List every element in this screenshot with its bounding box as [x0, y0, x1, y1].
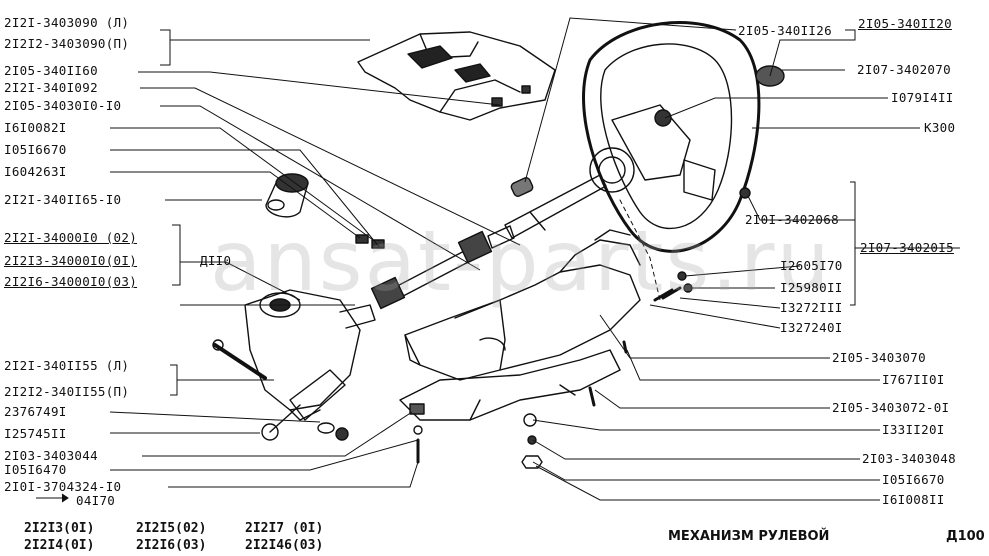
left-label-6: I6I0082I — [4, 120, 67, 135]
right-label-1: 2I05-340II26 — [738, 23, 832, 38]
model-code-1: 2I2I3(0I) — [24, 521, 95, 536]
pitman-arm-part — [261, 369, 349, 441]
left-label-13: 2I2I-340II55 (Л) — [4, 358, 130, 373]
model-code-2: 2I2I4(0I) — [24, 538, 95, 553]
right-label-6: 2I0I-3402068 — [745, 212, 839, 227]
right-label-11: I327240I — [780, 320, 843, 335]
left-label-9: 2I2I-340II65-I0 — [4, 192, 122, 207]
left-leaders — [36, 29, 521, 503]
right-label-12: 2I05-3403070 — [832, 350, 926, 365]
model-code-5: 2I2I7 (0I) — [245, 521, 324, 536]
bushing-part — [265, 173, 309, 218]
bracket-label: ДII0 — [200, 253, 232, 268]
left-label-12: 2I2I6-34000I0(03) — [4, 274, 138, 289]
right-label-16: 2I03-3403048 — [862, 451, 956, 466]
model-code-6: 2I2I46(03) — [245, 538, 324, 553]
model-code-3: 2I2I5(02) — [136, 521, 207, 536]
left-label-1: 2I2I-3403090 (Л) — [4, 15, 130, 30]
left-label-7: I05I6670 — [4, 142, 67, 157]
right-label-17: I05I6670 — [882, 472, 945, 487]
right-label-3: 2I07-3402070 — [857, 62, 951, 77]
right-label-18: I6I008II — [882, 492, 945, 507]
right-label-9: I25980II — [780, 280, 843, 295]
left-label-5: 2I05-34030I0-I0 — [4, 98, 122, 113]
left-label-20: 04I70 — [76, 493, 116, 508]
left-label-18: I05I6470 — [4, 462, 67, 477]
right-leaders — [524, 17, 960, 501]
left-label-17: 2I03-3403044 — [4, 448, 98, 463]
left-label-16: I25745II — [4, 426, 67, 441]
left-label-8: I604263I — [4, 164, 67, 179]
right-label-5: К300 — [924, 120, 956, 135]
mounting-bracket-part — [399, 349, 621, 421]
right-label-4: I079I4II — [891, 90, 954, 105]
right-label-7: 2I07-34020I5 — [860, 240, 954, 255]
steering-shaft-part — [504, 174, 607, 239]
left-label-4: 2I2I-340I092 — [4, 80, 98, 95]
right-label-15: I33II20I — [882, 422, 945, 437]
model-code-4: 2I2I6(03) — [136, 538, 207, 553]
page-code: Д100 — [946, 529, 985, 544]
right-label-13: I767II0I — [882, 372, 945, 387]
right-label-8: I2605I70 — [780, 258, 843, 273]
upper-bracket-part — [357, 31, 556, 121]
watermark: ansat-parts.ru — [210, 212, 832, 310]
right-label-14: 2I05-3403072-0I — [832, 400, 950, 415]
left-label-19: 2I0I-3704324-I0 — [4, 479, 122, 494]
diagram-title: МЕХАНИЗМ РУЛЕВОЙ — [668, 529, 830, 544]
left-label-11: 2I2I3-34000I0(0I) — [4, 253, 138, 268]
left-label-14: 2I2I2-340II55(П) — [4, 384, 130, 399]
left-label-15: 2376749I — [4, 404, 67, 419]
fasteners-part — [355, 234, 693, 469]
left-label-3: 2I05-340II60 — [4, 63, 98, 78]
left-label-10: 2I2I-34000I0 (02) — [4, 230, 138, 245]
left-label-2: 2I2I2-3403090(П) — [4, 36, 130, 51]
right-label-10: I3272III — [780, 300, 843, 315]
right-label-2: 2I05-340II20 — [858, 16, 952, 31]
intermediate-shaft-part — [370, 225, 515, 310]
